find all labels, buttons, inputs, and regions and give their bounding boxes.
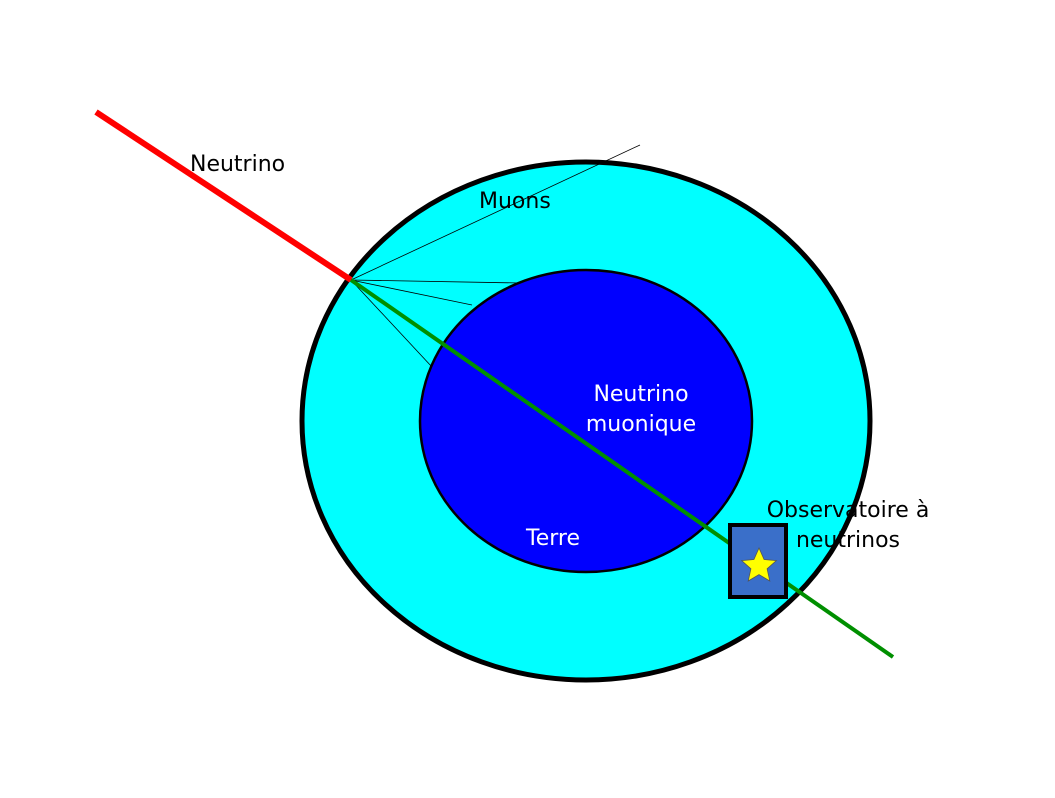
earth-inner-core xyxy=(418,268,754,574)
muon-neutrino-ray xyxy=(349,278,895,659)
muon-tracks xyxy=(350,144,641,368)
muon-track xyxy=(350,279,521,284)
incoming-neutrino-ray xyxy=(94,109,353,283)
muon-neutrino-label-line1: Neutrino xyxy=(593,382,688,407)
incoming-neutrino-label: Neutrino xyxy=(190,152,285,177)
muon-track xyxy=(350,144,641,281)
earth-label: Terre xyxy=(525,526,580,551)
star-icon xyxy=(740,547,778,582)
observatory-label-line1: Observatoire à xyxy=(767,498,930,523)
observatory-label-line2: neutrinos xyxy=(796,528,900,553)
muon-track xyxy=(350,279,433,368)
muon-neutrino-label-line2: muonique xyxy=(586,412,696,437)
muons-label: Muons xyxy=(479,189,551,214)
muon-track xyxy=(350,279,473,306)
